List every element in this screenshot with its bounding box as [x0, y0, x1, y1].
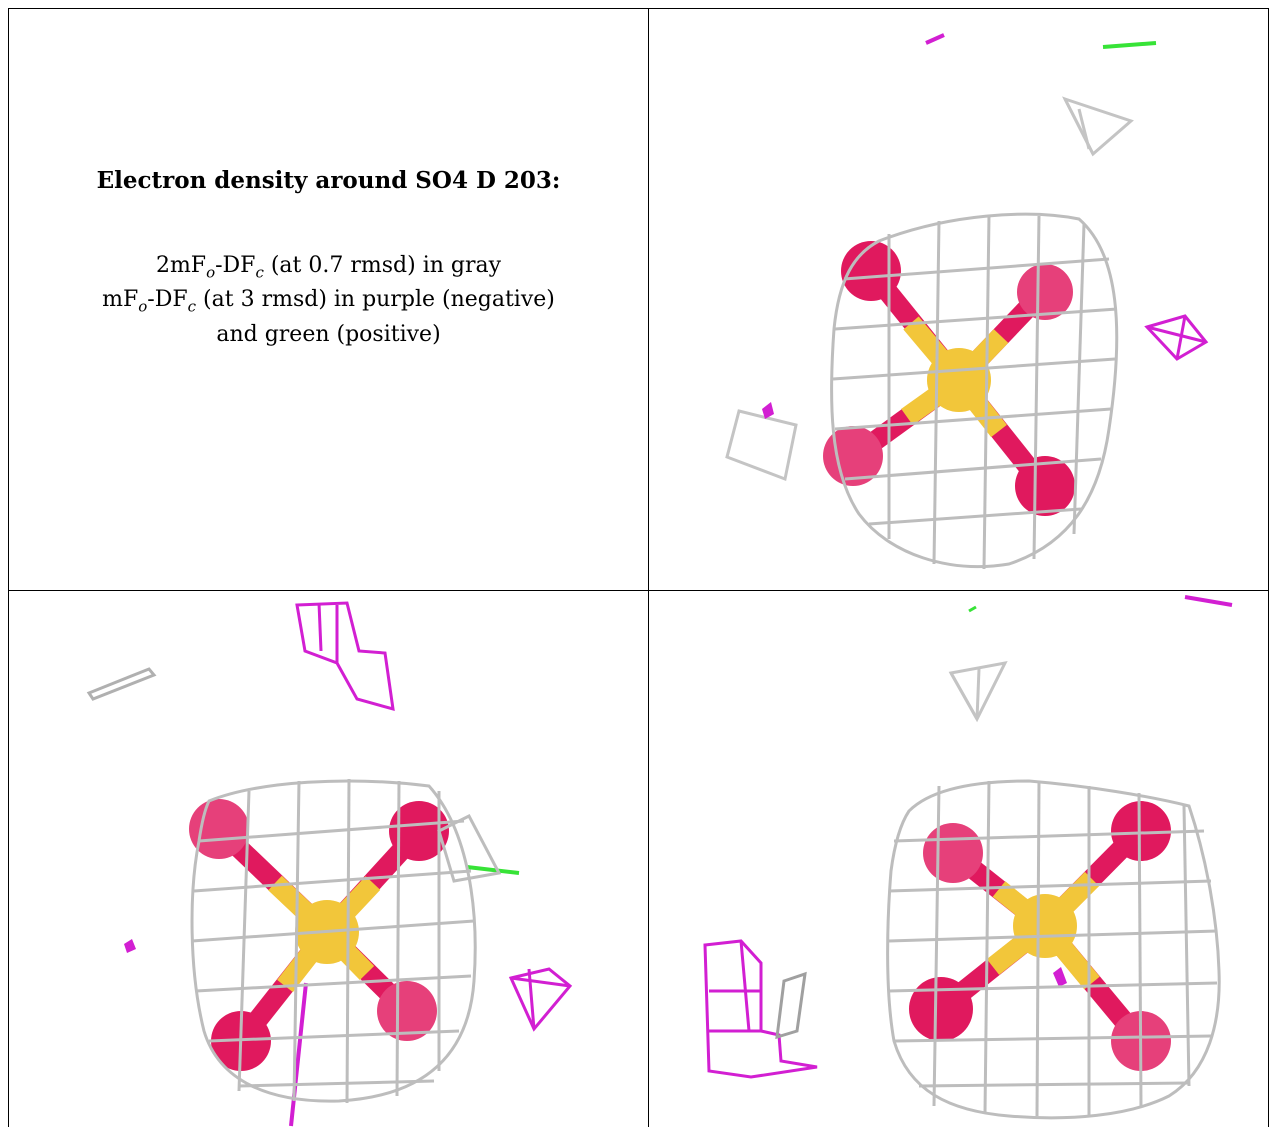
density-render-bottom-right [703, 595, 1233, 1120]
negative-density-blob [289, 982, 308, 1127]
positive-density-blob [968, 605, 977, 613]
legend-sub: o [206, 263, 216, 282]
legend-line-green: and green (positive) [216, 321, 441, 347]
legend-text: 2mF [155, 253, 207, 278]
positive-density-blob [466, 865, 520, 875]
figure-table: Electron density around SO4 D 203: 2mFo-… [8, 8, 1269, 1127]
legend-line-gray: 2mFo-DFc (at 0.7 rmsd) in gray [9, 252, 648, 286]
negative-density-blob [1053, 967, 1067, 987]
density-render-bottom-left [86, 601, 573, 1127]
render-cell-bottom-left [9, 591, 648, 1127]
gray-density-mesh [886, 779, 1221, 1120]
gray-density-fragment [86, 667, 157, 701]
caption-cell: Electron density around SO4 D 203: 2mFo-… [9, 9, 648, 590]
render-cell-top-right [649, 9, 1268, 590]
legend-sub: o [138, 297, 148, 316]
gray-density-mesh [190, 778, 502, 1104]
negative-density-cage [508, 967, 573, 1032]
legend-text: -DF [147, 287, 188, 313]
negative-density-cage [1144, 314, 1209, 361]
negative-density-blob [762, 402, 774, 419]
table-divider-horizontal [8, 590, 1269, 591]
gray-density-fragment [1062, 96, 1134, 157]
legend-sub: c [255, 263, 264, 282]
legend-text: mF [102, 287, 139, 313]
render-cell-bottom-right [649, 591, 1268, 1127]
gray-density-fragment [775, 971, 807, 1040]
sulfate-molecule [189, 799, 449, 1071]
positive-density-blob [1102, 41, 1157, 49]
legend-text: (at 3 rmsd) in purple (negative) [196, 287, 555, 313]
gray-density-fragment [948, 660, 1008, 723]
negative-density-cage [703, 939, 818, 1079]
negative-density-blob [124, 939, 136, 953]
density-render-top-right [725, 33, 1209, 570]
caption-legend: 2mFo-DFc (at 0.7 rmsd) in gray mFo-DFc (… [9, 252, 648, 349]
gray-density-fragment [725, 409, 798, 482]
negative-density-blob [925, 33, 945, 45]
caption-title: Electron density around SO4 D 203: [96, 167, 561, 194]
table-border-top [8, 8, 1269, 9]
legend-text: (at 0.7 rmsd) in gray [263, 253, 502, 278]
legend-text: -DF [215, 253, 256, 278]
legend-line-purple: mFo-DFc (at 3 rmsd) in purple (negative) [9, 286, 648, 320]
table-divider-vertical [648, 8, 649, 1127]
sulfate-molecule [823, 241, 1075, 516]
table-border-left [8, 8, 9, 1127]
negative-density-cage [295, 601, 395, 712]
legend-sub: c [187, 297, 197, 316]
caption: Electron density around SO4 D 203: 2mFo-… [9, 167, 648, 349]
negative-density-blob [1184, 595, 1233, 607]
gray-density-mesh [830, 212, 1119, 570]
table-border-right [1268, 8, 1269, 1127]
